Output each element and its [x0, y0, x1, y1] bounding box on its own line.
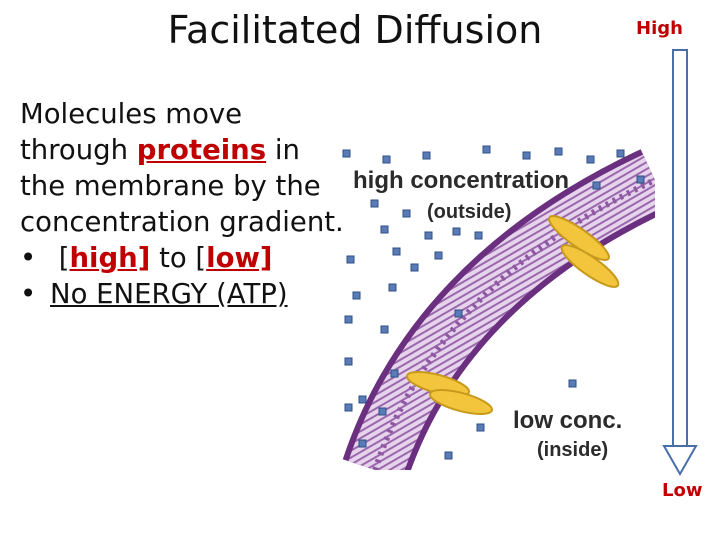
low-keyword: low]	[206, 242, 273, 274]
arrow-low-label: Low	[662, 480, 703, 501]
low-conc-label: low conc.	[513, 407, 622, 434]
no-energy-text: No ENERGY (ATP)	[50, 278, 288, 310]
body-line-2-suffix: in	[266, 134, 300, 166]
body-text: Molecules move through proteins in the m…	[20, 96, 344, 312]
bullet-1-open: [	[58, 242, 70, 274]
bullet-1-mid: to [	[150, 242, 207, 274]
inside-label: (inside)	[537, 439, 608, 461]
bullet-high-to-low: • [high] to [low]	[20, 240, 344, 276]
body-line-3: the membrane by the	[20, 170, 321, 202]
channel-protein	[406, 370, 493, 416]
membrane-diagram: high concentration (outside) low conc. (…	[342, 145, 655, 470]
body-line-2: through proteins in	[20, 132, 344, 168]
outside-label: (outside)	[427, 201, 511, 223]
body-line-1: Molecules move	[20, 98, 243, 130]
concentration-arrow	[662, 49, 698, 477]
cell-membrane	[342, 149, 655, 470]
body-line-4: concentration gradient.	[20, 206, 344, 238]
bullet-dot-icon: •	[20, 242, 37, 274]
bullet-no-energy: • No ENERGY (ATP)	[20, 276, 344, 312]
arrow-high-label: High	[636, 18, 683, 39]
solute-molecules	[342, 145, 645, 460]
high-concentration-label: high concentration	[353, 167, 569, 194]
bullet-dot-icon: •	[20, 278, 37, 310]
proteins-keyword: proteins	[136, 134, 267, 166]
slide-title: Facilitated Diffusion	[167, 8, 543, 52]
channel-protein	[548, 215, 620, 288]
body-line-2-prefix: through	[20, 134, 137, 166]
high-keyword: high]	[69, 242, 151, 274]
